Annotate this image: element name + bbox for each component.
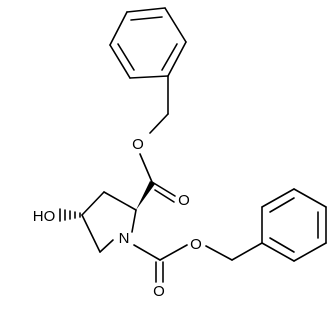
ester-linkage xyxy=(139,75,176,203)
ring-bond-c5-c4 xyxy=(81,214,101,253)
benzyl-ch2-bond-lower xyxy=(231,242,263,261)
ester-o-to-carbonyl-bond xyxy=(139,153,153,183)
pyrrolidine-ring xyxy=(81,191,137,253)
stereo-hash-c4-oh xyxy=(59,208,81,222)
carbamate-linkage xyxy=(133,242,263,283)
lower-carbonyl-oxygen-label: O xyxy=(153,283,165,300)
upper-benzene-ring xyxy=(109,7,187,79)
upper-carbonyl-double-bond-a xyxy=(151,181,176,197)
n-to-carbamate-carbon-bond xyxy=(133,244,161,261)
ch2-to-ester-o-bond xyxy=(149,113,169,134)
hydroxyl-label: HO xyxy=(33,208,56,225)
ring-bond-c4-c3 xyxy=(81,191,105,216)
carbamate-oxygen-label: O xyxy=(190,236,202,253)
ester-oxygen-label: O xyxy=(132,136,144,153)
ring-bond-c2-n xyxy=(131,209,137,233)
upper-carbonyl-double-bond-b xyxy=(154,189,175,203)
stereo-wedge-c2 xyxy=(136,181,155,210)
ring-bond-c3-c4 xyxy=(103,191,137,211)
ring-bond-n-c5 xyxy=(99,239,114,253)
ring-nitrogen-label: N xyxy=(119,230,130,247)
upper-carbonyl-oxygen-label: O xyxy=(178,192,190,209)
carbamate-c-to-o-bond xyxy=(159,244,188,261)
lower-benzene-ring xyxy=(261,188,327,262)
carbamate-o-to-ch2-bond xyxy=(205,245,233,261)
